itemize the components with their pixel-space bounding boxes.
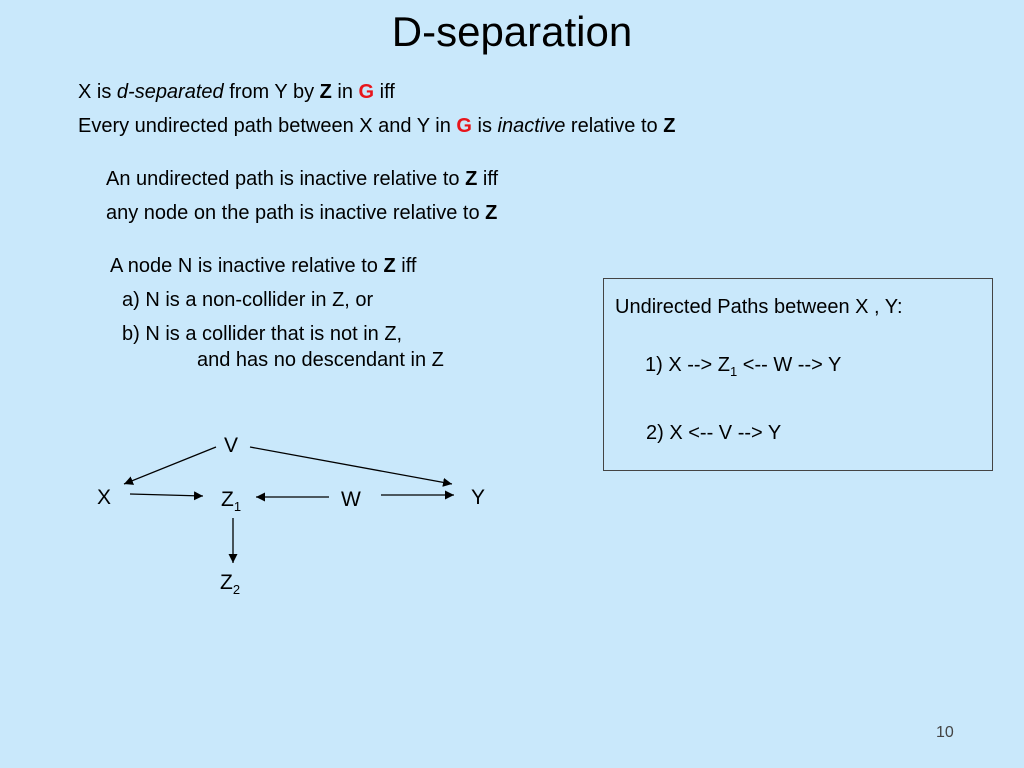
node-rule-text-a: A node N is inactive relative to bbox=[110, 255, 384, 277]
def1-text-c: in bbox=[331, 81, 359, 103]
node-rule-item-a: a) N is a non-collider in Z, or bbox=[122, 289, 374, 311]
definition-line-2: Every undirected path between X and Y in… bbox=[78, 113, 675, 139]
def1-text-b: from Y by bbox=[223, 81, 320, 103]
path-rule-text-c: any node on the path is inactive relativ… bbox=[106, 202, 486, 224]
z-set-symbol: Z bbox=[383, 255, 396, 277]
z1-subscript: 1 bbox=[233, 499, 242, 514]
def2-text-b: is bbox=[471, 115, 498, 137]
def1-text-d: iff bbox=[374, 81, 395, 103]
graph-node-w: W bbox=[341, 488, 361, 511]
path-item-1: 1) X --> Z1 <-- W --> Y bbox=[645, 352, 841, 378]
z-set-symbol: Z bbox=[319, 81, 332, 103]
z-set-symbol: Z bbox=[465, 168, 478, 190]
path-item-2: 2) X <-- V --> Y bbox=[646, 422, 782, 444]
z-set-symbol: Z bbox=[663, 115, 676, 137]
z-set-symbol: Z bbox=[485, 202, 498, 224]
path1-subscript: 1 bbox=[730, 364, 738, 379]
edge-v-to-y bbox=[249, 446, 453, 487]
d-separated-term: d-separated bbox=[116, 81, 224, 103]
graph-g-symbol: G bbox=[456, 115, 472, 137]
node-rule-item-b-continued: and has no descendant in Z bbox=[197, 349, 444, 371]
def2-text-c: relative to bbox=[565, 115, 664, 137]
path-rule-text-b: iff bbox=[477, 168, 499, 190]
definition-line-1: X is d-separated from Y by Z in G iff bbox=[78, 79, 395, 105]
path-rule-line-1: An undirected path is inactive relative … bbox=[106, 166, 498, 192]
paths-box-heading: Undirected Paths between X , Y: bbox=[615, 296, 903, 318]
slide-title: D-separation bbox=[391, 8, 633, 55]
def2-text-a: Every undirected path between X and Y in bbox=[78, 115, 457, 137]
edge-v-to-x bbox=[123, 446, 217, 485]
graph-g-symbol: G bbox=[358, 81, 375, 103]
graph-node-v: V bbox=[224, 434, 239, 457]
def1-text-a: X is bbox=[78, 81, 117, 103]
graph-node-x: X bbox=[97, 486, 112, 509]
page-number: 10 bbox=[936, 724, 954, 741]
z2-subscript: 2 bbox=[232, 582, 241, 597]
node-rule-item-b: b) N is a collider that is not in Z, bbox=[122, 323, 403, 345]
inactive-term: inactive bbox=[497, 115, 566, 137]
edge-x-to-z1 bbox=[129, 491, 204, 501]
path1-text-b: <-- W --> Y bbox=[737, 354, 842, 376]
graph-node-z2: Z2 bbox=[220, 571, 241, 597]
graph-node-y: Y bbox=[471, 486, 486, 509]
undirected-paths-box bbox=[603, 278, 993, 471]
node-rule-text-b: iff bbox=[395, 255, 417, 277]
node-rule-line-1: A node N is inactive relative to Z iff bbox=[110, 253, 416, 279]
z1-base: Z bbox=[221, 488, 234, 511]
graph-node-z1: Z1 bbox=[221, 488, 242, 514]
path1-text-a: 1) X --> Z bbox=[645, 354, 731, 376]
z2-base: Z bbox=[220, 571, 233, 594]
path-rule-text-a: An undirected path is inactive relative … bbox=[106, 168, 466, 190]
path-rule-line-2: any node on the path is inactive relativ… bbox=[106, 200, 497, 226]
